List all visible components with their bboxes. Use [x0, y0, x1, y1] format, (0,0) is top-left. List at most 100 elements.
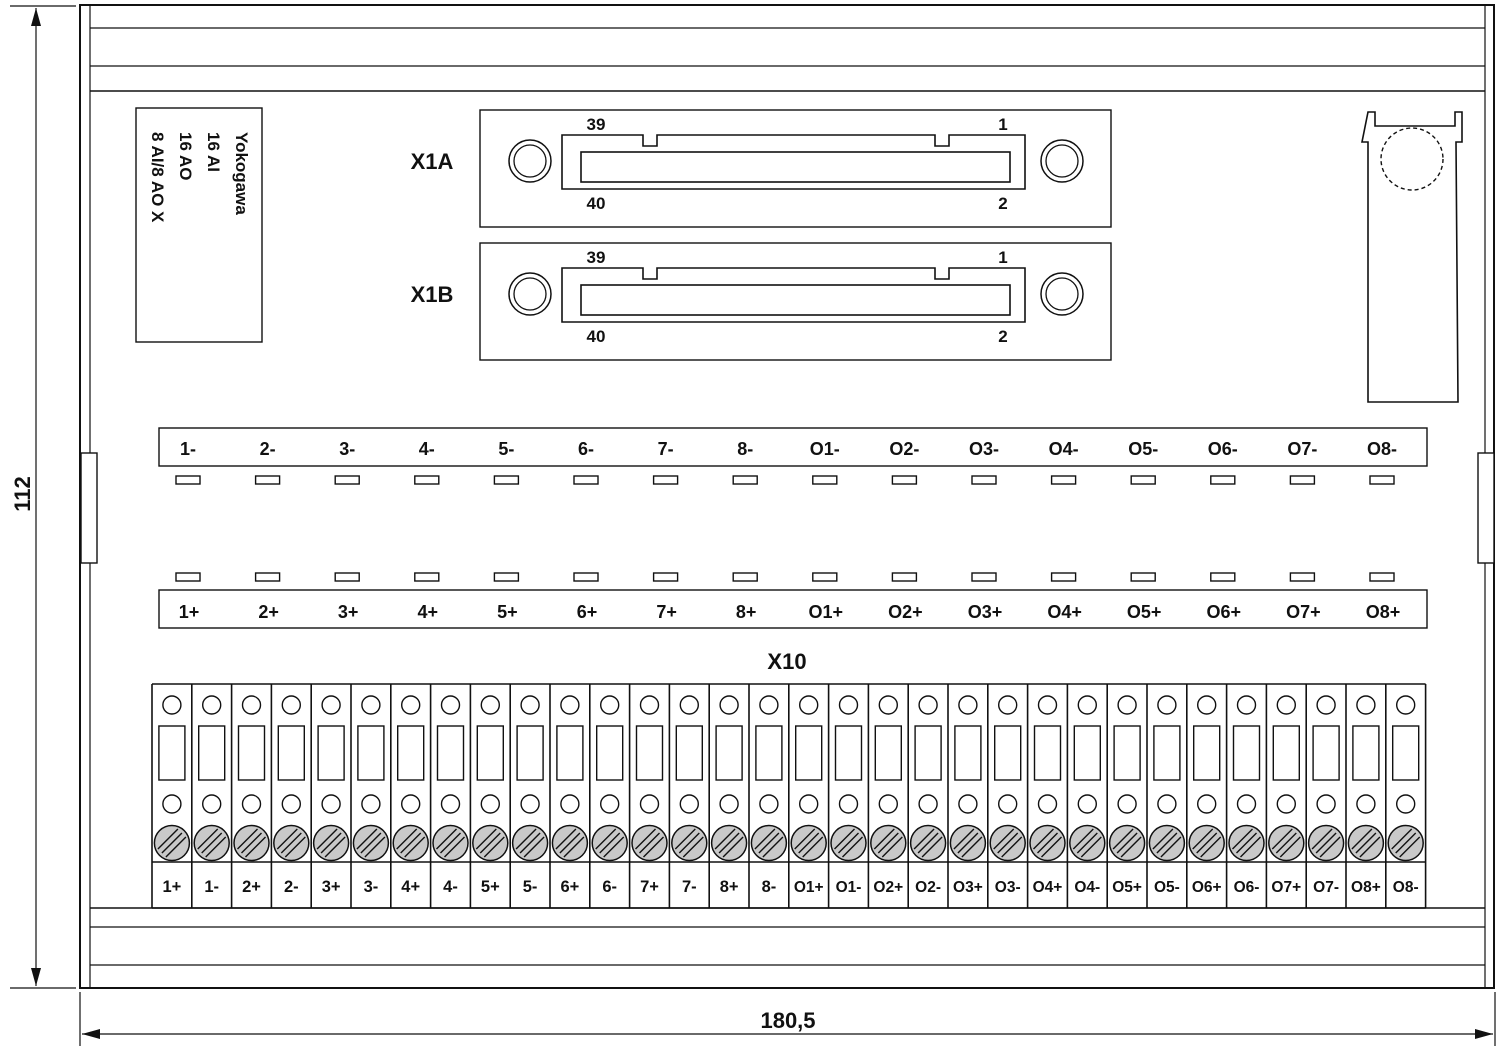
- led-indicator: [732, 572, 758, 582]
- terminal[interactable]: 7+: [631, 695, 668, 896]
- test-point-icon: [1316, 794, 1336, 814]
- spring-opening: [834, 725, 863, 781]
- terminal-screw-icon: [989, 824, 1026, 862]
- terminal[interactable]: 5-: [511, 695, 549, 896]
- test-point-icon: [1077, 794, 1098, 814]
- led-label: 7-: [658, 439, 674, 459]
- led-row-bottom: 1+2+3+4+5+6+7+8+O1+O2+O3+O4+O5+O6+O7+O8+: [158, 572, 1428, 629]
- terminal-label: 4+: [401, 878, 420, 896]
- terminal[interactable]: 6-: [591, 695, 628, 896]
- terminal[interactable]: O6+: [1188, 695, 1225, 896]
- terminal[interactable]: O5-: [1148, 695, 1186, 896]
- terminal[interactable]: O1+: [790, 695, 827, 896]
- terminal[interactable]: 4-: [432, 695, 469, 896]
- test-point-icon: [241, 695, 262, 715]
- terminal[interactable]: O1-: [830, 695, 867, 896]
- screw-hole-icon: [1380, 127, 1444, 191]
- terminal[interactable]: 7-: [671, 695, 708, 896]
- spring-opening: [715, 725, 743, 781]
- test-point-icon: [918, 794, 938, 814]
- terminal[interactable]: O3+: [949, 695, 987, 896]
- led-indicator: [493, 572, 520, 582]
- terminal[interactable]: 1-: [193, 695, 230, 896]
- test-point-icon: [1316, 695, 1336, 715]
- test-point-icon: [679, 794, 699, 814]
- pin-number-label: 39: [587, 248, 606, 267]
- terminal-label: 6+: [560, 878, 579, 896]
- terminal[interactable]: 4+: [392, 695, 429, 896]
- spring-opening: [397, 725, 425, 781]
- led-indicator: [891, 572, 918, 582]
- release-lever[interactable]: [1361, 111, 1463, 403]
- test-point-icon: [600, 794, 620, 814]
- terminal[interactable]: O8-: [1387, 695, 1424, 896]
- terminal[interactable]: O3-: [989, 695, 1026, 896]
- terminal-screw-icon: [671, 824, 708, 862]
- led-label: O2-: [889, 439, 919, 459]
- test-point-icon: [361, 794, 381, 814]
- terminal[interactable]: O5+: [1108, 695, 1146, 896]
- terminal-label: O5+: [1112, 879, 1142, 896]
- test-point-icon: [440, 794, 461, 814]
- pin-number-label: 40: [587, 194, 606, 213]
- terminal[interactable]: 3-: [352, 695, 390, 896]
- test-point-icon: [1196, 695, 1217, 715]
- terminal[interactable]: O6-: [1228, 695, 1265, 896]
- terminal[interactable]: O8+: [1347, 695, 1385, 896]
- test-point-icon: [520, 794, 540, 814]
- test-point-icon: [1196, 794, 1217, 814]
- led-indicator: [812, 475, 838, 485]
- terminal[interactable]: 3+: [312, 695, 350, 896]
- terminal-label: 4-: [443, 878, 458, 896]
- screw-icon: [508, 272, 552, 316]
- terminal[interactable]: 1+: [153, 695, 191, 896]
- led-indicator: [1210, 572, 1236, 582]
- test-point-icon: [918, 695, 938, 715]
- terminal[interactable]: 2+: [233, 695, 270, 896]
- terminal[interactable]: O4-: [1069, 695, 1106, 896]
- led-label: 4+: [418, 602, 439, 622]
- test-point-icon: [719, 695, 739, 715]
- test-point-icon: [1356, 695, 1376, 715]
- terminal[interactable]: 5+: [472, 695, 509, 896]
- terminal-label: O6+: [1192, 879, 1222, 896]
- terminal-screw-icon: [949, 824, 987, 862]
- test-point-icon: [998, 695, 1018, 715]
- spring-opening: [914, 725, 942, 781]
- spring-opening: [556, 725, 584, 781]
- spring-opening: [436, 725, 465, 781]
- led-label: 7+: [656, 602, 677, 622]
- led-indicator: [1289, 475, 1316, 485]
- terminal[interactable]: 8+: [710, 695, 748, 896]
- terminal[interactable]: O7-: [1307, 695, 1345, 896]
- terminal[interactable]: 8-: [750, 695, 788, 896]
- test-point-icon: [480, 794, 500, 814]
- width-dimension-label: 180,5: [760, 1008, 815, 1033]
- terminal-label: O3+: [953, 879, 983, 896]
- terminal[interactable]: O2-: [909, 695, 947, 896]
- led-label: O5+: [1127, 602, 1162, 622]
- terminal-screw-icon: [273, 824, 310, 862]
- test-point-icon: [321, 794, 341, 814]
- terminal-label: 3-: [364, 878, 379, 896]
- terminal[interactable]: 6+: [551, 695, 589, 896]
- terminal-screw-icon: [432, 824, 469, 862]
- terminal[interactable]: O4+: [1029, 695, 1066, 896]
- led-indicator: [254, 572, 281, 582]
- height-dimension-label: 112: [10, 476, 35, 512]
- rail-clip-right: [1477, 452, 1495, 564]
- spring-opening: [516, 725, 544, 781]
- terminal[interactable]: 2-: [273, 695, 310, 896]
- terminal[interactable]: O7+: [1268, 695, 1305, 896]
- test-point-icon: [958, 794, 978, 814]
- terminal-label: O3-: [995, 879, 1021, 896]
- test-point-icon: [1157, 794, 1177, 814]
- terminal[interactable]: O2+: [870, 695, 907, 896]
- led-label: 2-: [260, 439, 276, 459]
- test-point-icon: [361, 695, 381, 715]
- led-label: 6+: [577, 602, 598, 622]
- test-point-icon: [1037, 695, 1058, 715]
- led-indicator: [334, 572, 360, 582]
